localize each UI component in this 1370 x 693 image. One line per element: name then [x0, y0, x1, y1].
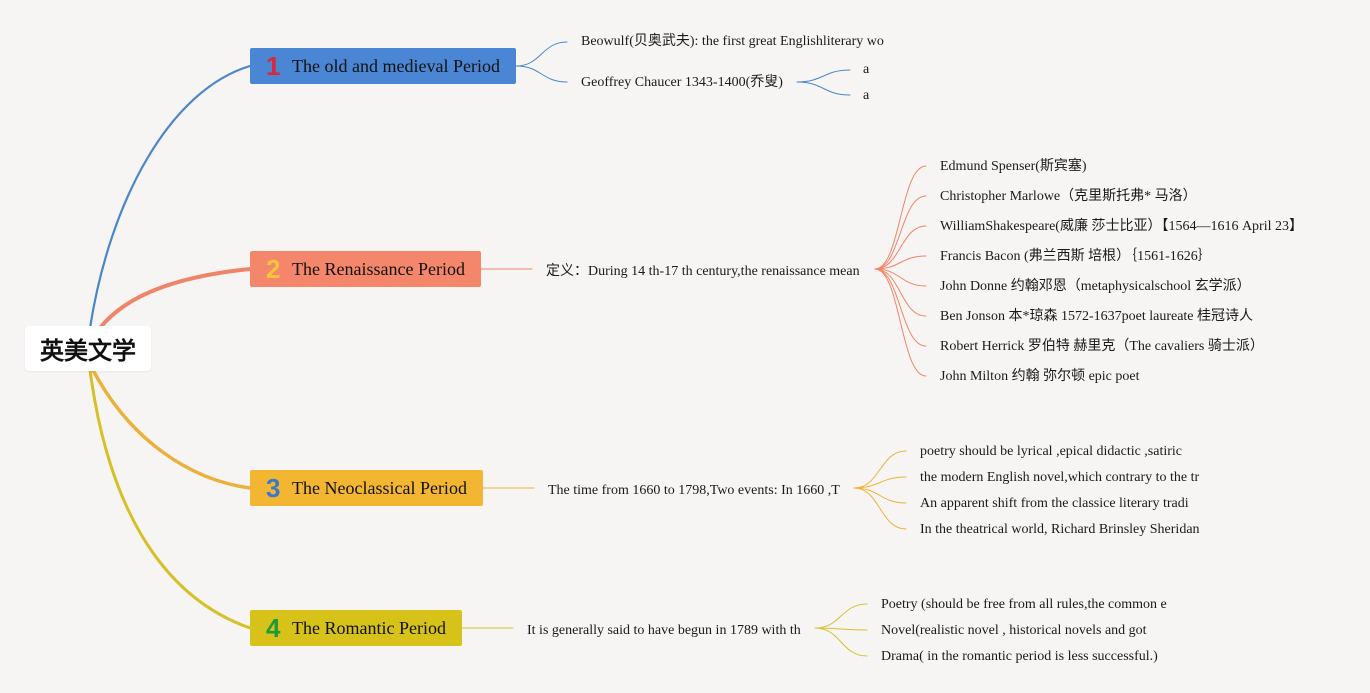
branch-number: 2: [266, 254, 281, 284]
topic-romantic-begin[interactable]: It is generally said to have begun in 17…: [527, 623, 801, 638]
b2-sub-edge-2: [874, 225, 927, 270]
b3-sub-edge-0: [853, 450, 907, 489]
b2-sub-edge-6: [874, 268, 927, 347]
point-theatre[interactable]: In the theatrical world, Richard Brinsle…: [920, 522, 1200, 537]
b3-sub-edge-1: [853, 476, 907, 489]
b2-sub-edge-0: [874, 165, 927, 270]
branch-number: 1: [266, 51, 281, 81]
b2-sub-edge-1: [874, 195, 927, 270]
b4-sub-edge-2: [814, 627, 868, 657]
branch-node-renaissance[interactable]: 2 The Renaissance Period: [250, 251, 481, 287]
author-jonson[interactable]: Ben Jonson 本*琼森 1572-1637poet laureate 桂…: [940, 309, 1254, 324]
point-romantic-novel[interactable]: Novel(realistic novel , historical novel…: [881, 623, 1147, 638]
point-novel[interactable]: the modern English novel,which contrary …: [920, 470, 1200, 485]
point-romantic-poetry[interactable]: Poetry (should be free from all rules,th…: [881, 597, 1167, 612]
author-bacon[interactable]: Francis Bacon (弗兰西斯 培根）｛1561-1626｝: [940, 249, 1212, 264]
branch-number: 4: [266, 613, 281, 643]
b1-sub-edge-0: [796, 69, 851, 83]
b4-sub-edge-0: [814, 603, 868, 629]
point-romantic-drama[interactable]: Drama( in the romantic period is less su…: [881, 649, 1158, 664]
topic-beowulf[interactable]: Beowulf(贝奥武夫): the first great Englishli…: [581, 34, 884, 49]
topic-renaissance-definition[interactable]: 定义：During 14 th-17 th century,the renais…: [546, 264, 860, 279]
branch-title: The Neoclassical Period: [292, 477, 467, 498]
author-donne[interactable]: John Donne 约翰邓恩（metaphysicalschool 玄学派）: [940, 279, 1251, 294]
branch-title: The old and medieval Period: [292, 55, 500, 76]
author-herrick[interactable]: Robert Herrick 罗伯特 赫里克（The cavaliers 骑士派…: [940, 339, 1264, 354]
author-spenser[interactable]: Edmund Spenser(斯宾塞): [940, 159, 1087, 174]
topic-neoclassical-time[interactable]: The time from 1660 to 1798,Two events: I…: [548, 483, 840, 498]
point-shift[interactable]: An apparent shift from the classice lite…: [920, 496, 1189, 511]
branch-number: 3: [266, 473, 281, 503]
subtopic-a-1[interactable]: a: [863, 62, 870, 77]
root-to-branch-1: [88, 64, 252, 330]
b2-sub-edge-3: [874, 255, 927, 270]
b3-sub-edge-2: [853, 487, 907, 504]
author-shakespeare[interactable]: WilliamShakespeare(威廉 莎士比亚）【1564—1616 Ap…: [940, 219, 1303, 234]
root-to-branch-3: [91, 368, 252, 490]
branch-node-neoclassical[interactable]: 3 The Neoclassical Period: [250, 470, 483, 506]
b3-sub-edge-3: [853, 487, 907, 530]
b2-sub-edge-4: [874, 268, 927, 287]
branch-node-romantic[interactable]: 4 The Romantic Period: [250, 610, 462, 646]
b1-edge-1: [515, 65, 568, 83]
branch-title: The Renaissance Period: [292, 258, 465, 279]
point-poetry[interactable]: poetry should be lyrical ,epical didacti…: [920, 444, 1183, 459]
b1-sub-edge-1: [796, 81, 851, 96]
root-node[interactable]: 英美文学: [25, 326, 151, 371]
root-to-branch-2: [98, 267, 252, 330]
root-to-branch-4: [88, 368, 252, 630]
b2-sub-edge-7: [874, 268, 927, 377]
branch-node-old-medieval[interactable]: 1 The old and medieval Period: [250, 48, 516, 84]
b1-edge-0: [515, 41, 568, 67]
b2-sub-edge-5: [874, 268, 927, 317]
author-marlowe[interactable]: Christopher Marlowe（克里斯托弗* 马洛）: [940, 189, 1197, 204]
subtopic-a-2[interactable]: a: [863, 88, 870, 103]
author-milton[interactable]: John Milton 约翰 弥尔顿 epic poet: [940, 369, 1140, 384]
topic-chaucer[interactable]: Geoffrey Chaucer 1343-1400(乔叟): [581, 75, 783, 90]
branch-title: The Romantic Period: [292, 617, 446, 638]
